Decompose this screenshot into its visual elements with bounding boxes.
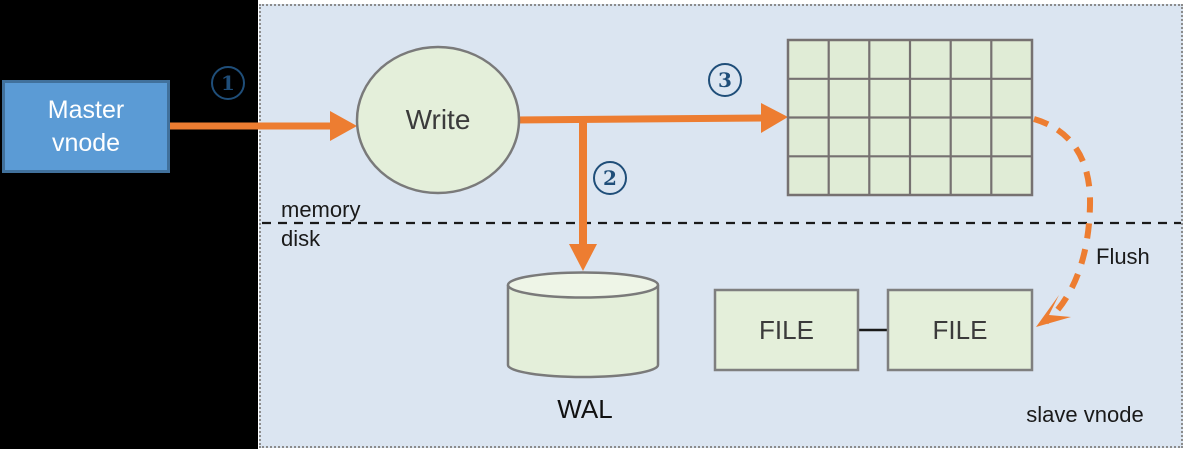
- file-left-label: FILE: [759, 314, 814, 345]
- flush-arrow-head: [1036, 295, 1071, 327]
- flush-dashed-arrow: [1033, 116, 1094, 325]
- write-node-label: Write: [405, 104, 471, 135]
- wal-node-label: WAL: [557, 394, 613, 424]
- step-1-number: 1: [221, 71, 235, 95]
- step-2-number: 2: [603, 166, 617, 190]
- slave-vnode-region-label: slave vnode: [1026, 402, 1144, 427]
- step-1-badge: 1: [211, 66, 245, 100]
- flush-flow-label: Flush: [1096, 244, 1150, 269]
- arrow-write-to-grid: [514, 114, 769, 124]
- master-vnode-label-line1: Master: [47, 96, 125, 124]
- master-vnode-label-line2: vnode: [51, 128, 121, 157]
- file-right-label: FILE: [932, 314, 988, 345]
- arrow-master-to-write-head: [330, 111, 357, 141]
- arrow-write-to-wal-head: [569, 244, 597, 271]
- step-3-number: 3: [718, 68, 732, 92]
- step-2-badge: 2: [593, 161, 627, 195]
- arrow-write-to-grid-head: [761, 103, 788, 133]
- file-box-right: [886, 288, 1034, 372]
- disk-layer-label: disk: [281, 226, 321, 251]
- write-ellipse: [355, 45, 521, 195]
- memory-layer-label: memory: [281, 197, 361, 222]
- file-box-left: [713, 288, 860, 372]
- master-vnode-box: Master vnode: [2, 80, 170, 173]
- wal-cylinder: [506, 271, 660, 379]
- step-3-badge: 3: [708, 63, 742, 97]
- memtable-grid: [786, 38, 1034, 197]
